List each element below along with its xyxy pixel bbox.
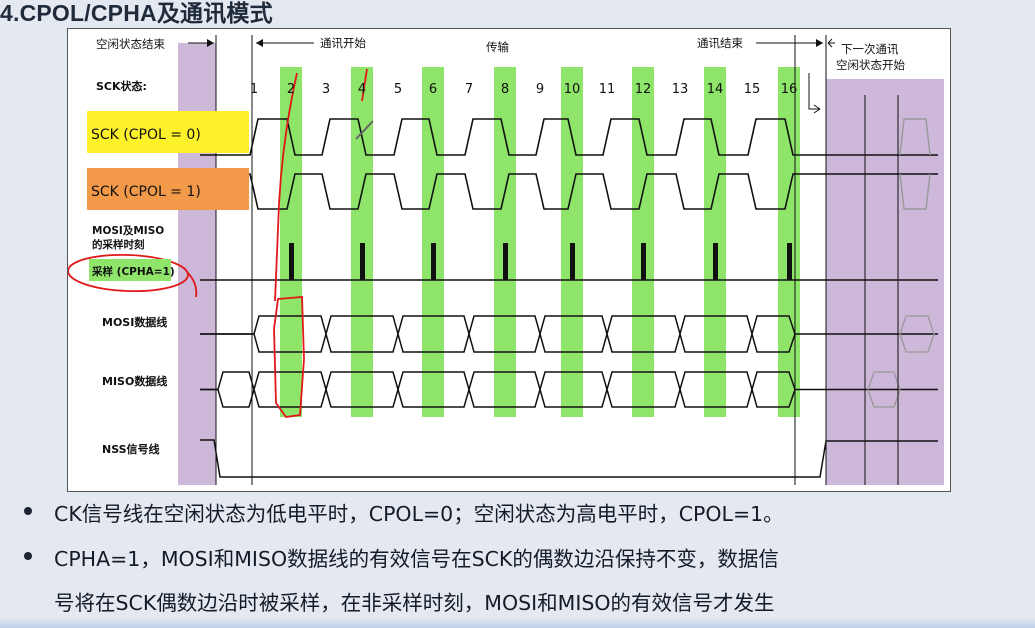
comm-start-arrowhead xyxy=(256,39,263,47)
timing-diagram-canvas: 空闲状态结束 通讯开始 传输 通讯结束 下一次通讯 空闲状态开始 SCK状态: … xyxy=(68,35,944,485)
sample-pulse-edge-8 xyxy=(503,243,508,280)
edge-number-4: 4 xyxy=(358,82,366,97)
bullet-text: CPHA=1，MOSI和MISO数据线的有效信号在SCK的偶数边沿保持不变，数据… xyxy=(54,547,779,571)
sample-pulse-edge-10 xyxy=(570,243,575,280)
nss-label: NSS信号线 xyxy=(102,442,160,456)
edge-number-8: 8 xyxy=(501,82,509,97)
comm-end-arrowhead xyxy=(816,39,823,47)
hand-line-edge-2 xyxy=(274,72,298,302)
spi-timing-diagram: 空闲状态结束 通讯开始 传输 通讯结束 下一次通讯 空闲状态开始 SCK状态: … xyxy=(67,28,951,492)
miso-next-faded xyxy=(867,371,901,408)
bullet-dot xyxy=(24,507,32,515)
sck-cpol0-label-bg xyxy=(87,111,249,153)
bullet-text: 号将在SCK偶数边沿时被采样，在非采样时刻，MOSI和MISO的有效信号才发生 xyxy=(54,591,775,615)
sample-pulse-edge-6 xyxy=(431,243,436,280)
edge-number-1: 1 xyxy=(250,82,258,97)
hand-circle-tail xyxy=(187,272,198,298)
sck-cpol0-waveform xyxy=(200,118,938,156)
hand-circle-cpha xyxy=(68,253,189,293)
next-idle-arrow xyxy=(827,38,835,48)
edge-number-16: 16 xyxy=(781,82,798,97)
nss-waveform xyxy=(200,439,938,478)
next-idle-label-2: 空闲状态开始 xyxy=(836,58,905,72)
slide-title: 4.CPOL/CPHA及通讯模式 xyxy=(0,0,273,26)
transfer-label: 传输 xyxy=(486,40,509,54)
bullet-list: CK信号线在空闲状态为低电平时，CPOL=0；空闲状态为高电平时，CPOL=1。… xyxy=(0,490,1035,628)
sck-cpol1-label: SCK (CPOL = 1) xyxy=(91,184,201,200)
sample-pulse-edge-2 xyxy=(289,243,294,280)
edge-number-2: 2 xyxy=(287,82,295,97)
sample-time-label-1: MOSI及MISO xyxy=(92,225,164,237)
next-idle-bracket-arrow xyxy=(808,73,821,114)
miso-waveform-lower xyxy=(200,386,796,408)
idle-band-left xyxy=(178,43,216,485)
cpha-label: 采样 (CPHA=1) xyxy=(91,265,175,278)
bullet-text: CK信号线在空闲状态为低电平时，CPOL=0；空闲状态为高电平时，CPOL=1。 xyxy=(54,502,784,526)
miso-label: MISO数据线 xyxy=(102,374,167,388)
bullet-dot xyxy=(24,552,32,560)
sck-cpol1-next-faded xyxy=(899,173,931,210)
sample-pulse-edge-12 xyxy=(641,243,646,280)
sample-pulse-edge-16 xyxy=(787,243,792,280)
sck-cpol0-label: SCK (CPOL = 0) xyxy=(91,127,201,143)
edge-number-15: 15 xyxy=(744,82,761,97)
bottom-gradient-band xyxy=(0,618,1035,628)
bullet-item: 号将在SCK偶数边沿时被采样，在非采样时刻，MOSI和MISO的有效信号才发生 xyxy=(0,581,1035,621)
edge-number-11: 11 xyxy=(599,82,616,97)
edge-number-7: 7 xyxy=(465,82,473,97)
bullet-item: CK信号线在空闲状态为低电平时，CPOL=0；空闲状态为高电平时，CPOL=1。 xyxy=(0,492,1035,532)
comm-start-label: 通讯开始 xyxy=(320,36,366,50)
cpha-label-bg xyxy=(89,259,171,281)
pen-cursor-icon xyxy=(355,120,374,140)
edge-number-3: 3 xyxy=(322,82,330,97)
sample-pulse-edge-4 xyxy=(360,243,365,280)
next-idle-label-1: 下一次通讯 xyxy=(841,42,899,56)
mosi-waveform-lower xyxy=(200,331,796,353)
hand-mark-edge-4 xyxy=(361,68,368,102)
idle-end-arrowhead xyxy=(207,39,214,47)
edge-number-6: 6 xyxy=(429,82,437,97)
mosi-next-faded xyxy=(899,315,935,353)
mosi-label: MOSI数据线 xyxy=(102,315,167,329)
edge-number-13: 13 xyxy=(672,82,689,97)
hand-box-data xyxy=(273,296,305,418)
edge-number-5: 5 xyxy=(394,82,402,97)
sample-time-label-2: 的采样时刻 xyxy=(92,238,145,251)
sck-cpol1-label-bg xyxy=(87,168,249,210)
edge-number-9: 9 xyxy=(536,82,544,97)
idle-band-right xyxy=(826,79,944,485)
idle-end-label: 空闲状态结束 xyxy=(96,37,165,51)
edge-number-14: 14 xyxy=(707,82,724,97)
sck-state-label: SCK状态: xyxy=(96,79,147,93)
bullet-item: CPHA=1，MOSI和MISO数据线的有效信号在SCK的偶数边沿保持不变，数据… xyxy=(0,537,1035,577)
edge-number-10: 10 xyxy=(564,82,581,97)
edge-number-12: 12 xyxy=(635,82,652,97)
mosi-waveform-upper xyxy=(200,315,938,337)
sck-cpol1-waveform xyxy=(200,173,938,210)
sck-cpol0-next-faded xyxy=(899,118,931,156)
sample-pulse-edge-14 xyxy=(713,243,718,280)
comm-end-label: 通讯结束 xyxy=(697,36,743,50)
